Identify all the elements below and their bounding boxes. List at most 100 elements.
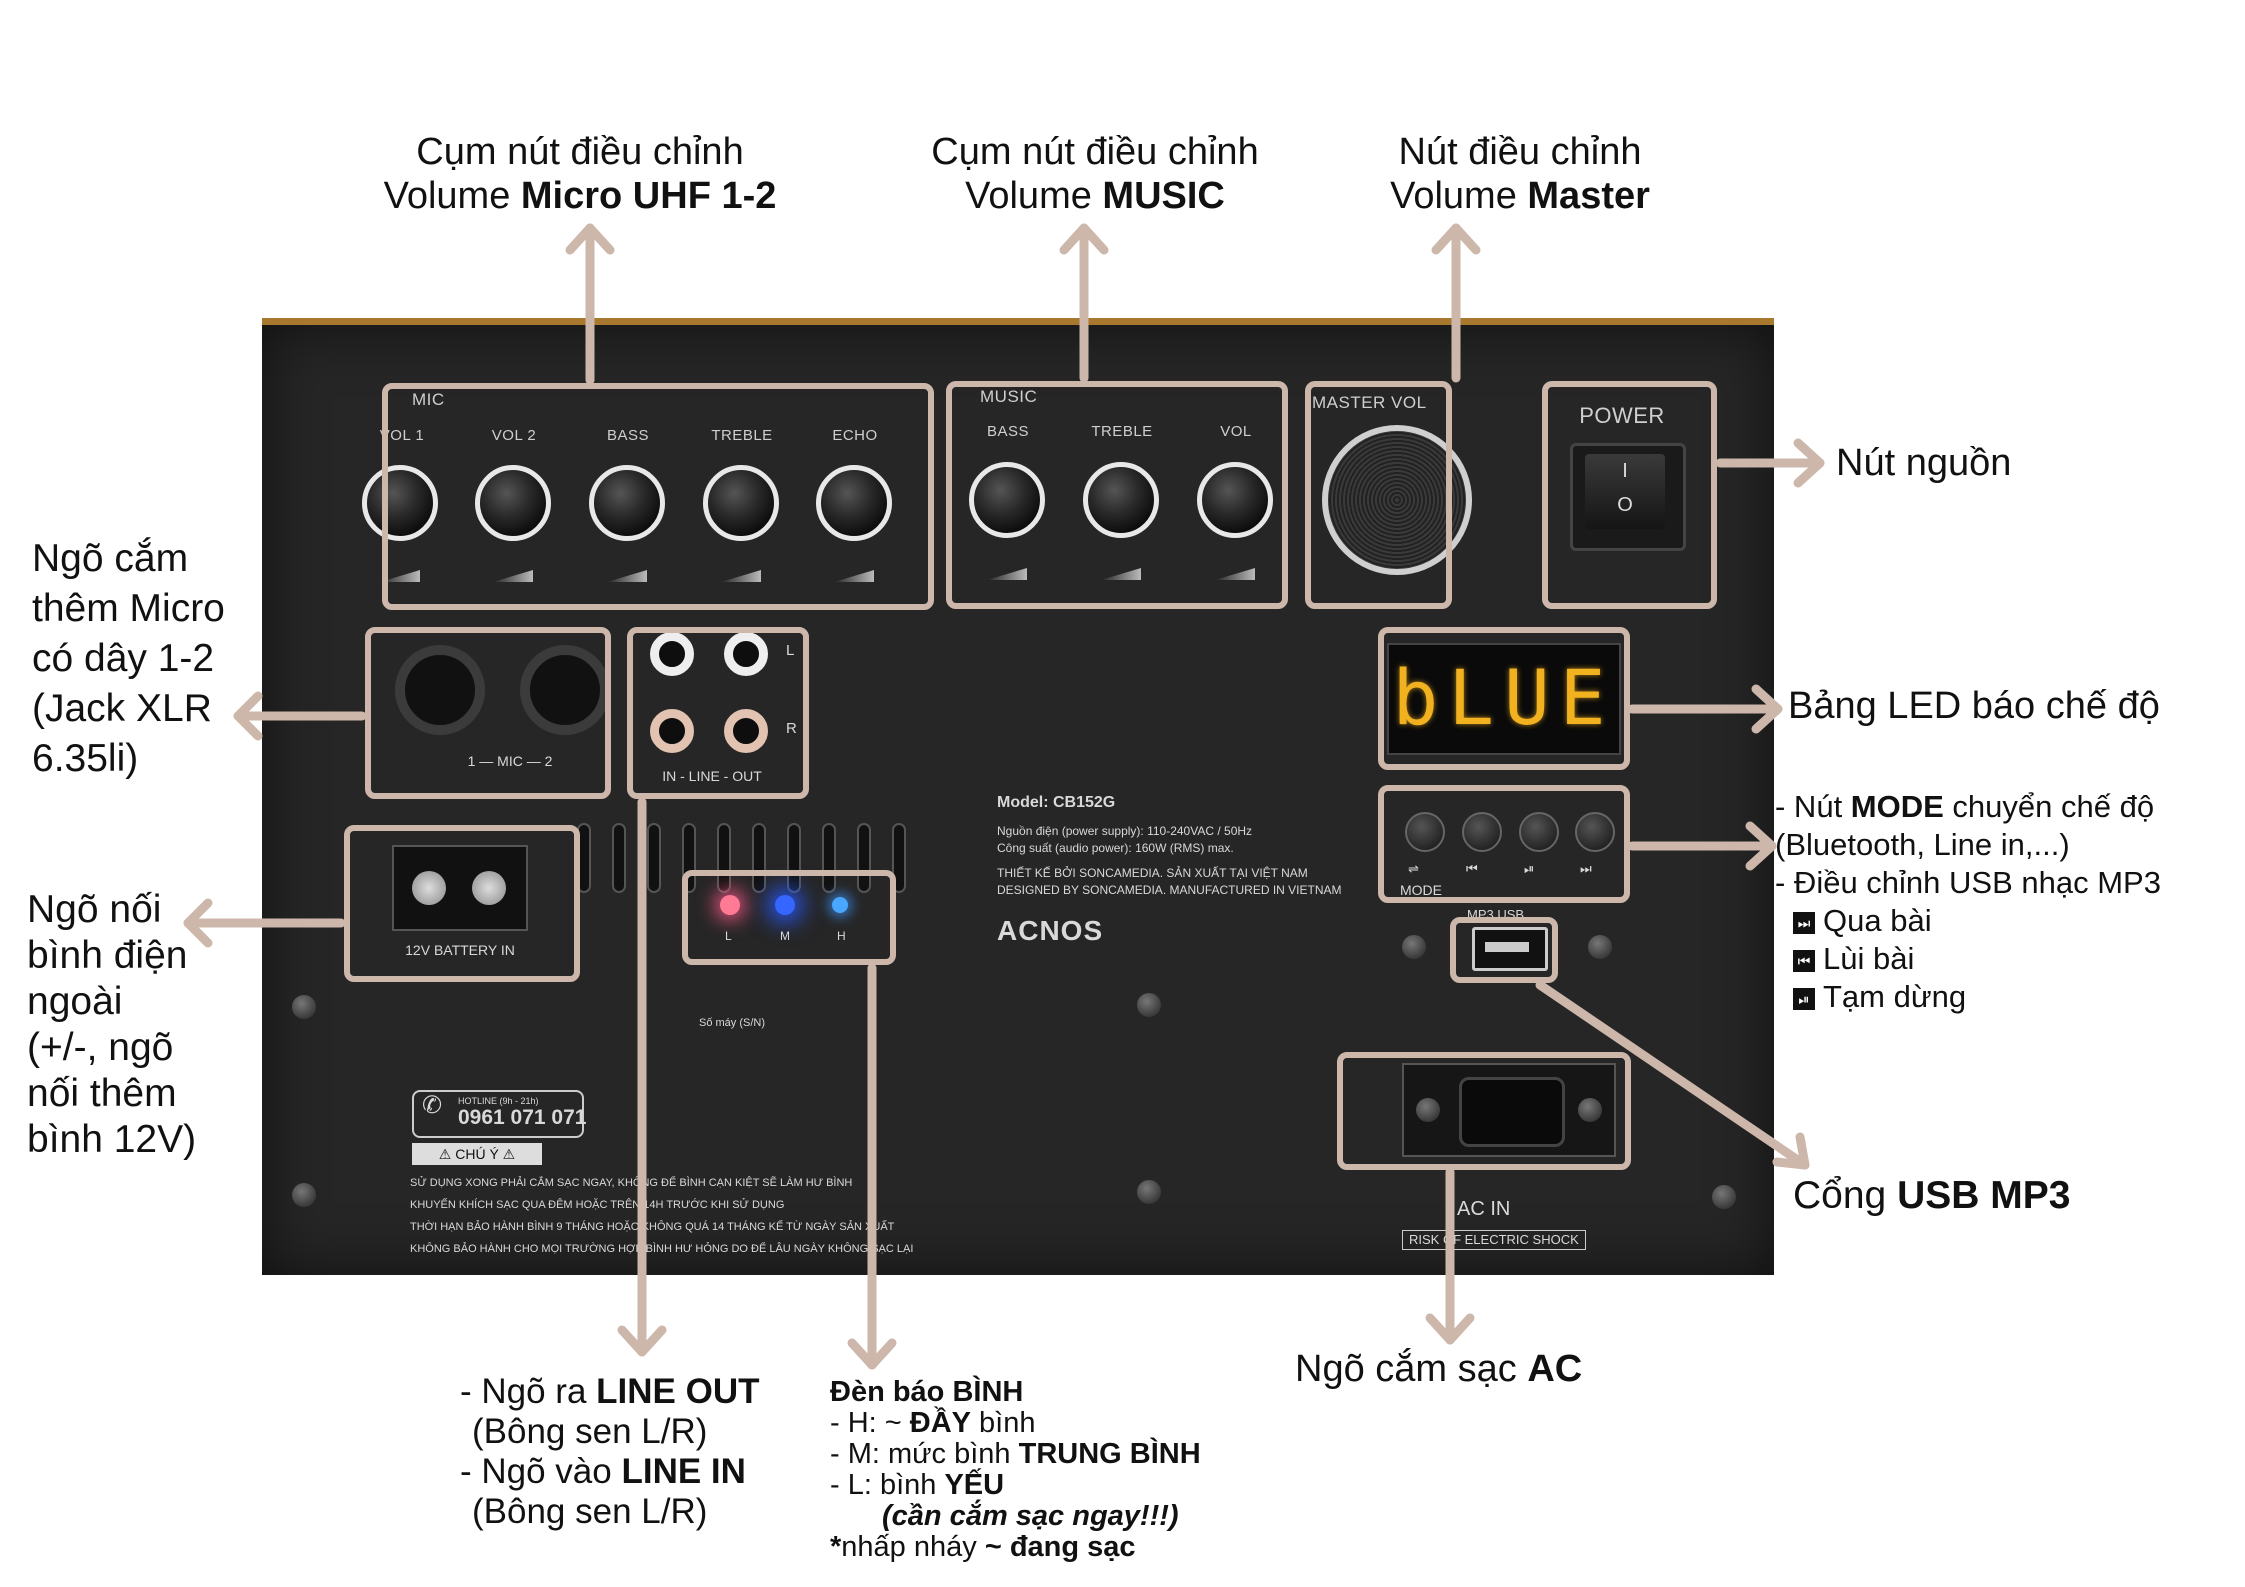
usb-port[interactable] <box>1472 927 1548 971</box>
ac-screw-icon <box>1416 1098 1440 1122</box>
master-highlight <box>1305 381 1452 609</box>
battery-ann-2: bình điện <box>27 934 188 977</box>
battery-led-h-bold: ĐẦY <box>909 1407 971 1439</box>
arrow-led <box>1627 684 1783 734</box>
mic-knob-label-5: ECHO <box>832 427 878 444</box>
battery-led-blink-text: nhấp nháy <box>841 1531 977 1563</box>
line-io-annotation: - Ngõ ra LINE OUT (Bông sen L/R) - Ngõ v… <box>460 1372 759 1532</box>
battery-terminal[interactable] <box>392 845 528 931</box>
music-group-line1: Cụm nút điều chỉnh <box>931 131 1259 173</box>
battery-led-blink-bold: ~ đang sạc <box>976 1531 1136 1563</box>
mic-jack-label: 1 — MIC — 2 <box>467 753 553 769</box>
vent-slot <box>612 823 626 893</box>
ac-ann-bold: AC <box>1527 1348 1583 1390</box>
mic-group-line2-prefix: Volume <box>383 175 521 217</box>
battery-led-m-prefix: - M: mức bình <box>830 1438 1019 1470</box>
ac-annotation: Ngõ cắm sạc AC <box>1295 1347 1582 1391</box>
master-annotation: Nút điều chỉnh Volume Master <box>1330 130 1710 218</box>
warning-line-4: KHÔNG BẢO HÀNH CHO MỌI TRƯỜNG HỢP BÌNH H… <box>410 1243 914 1255</box>
power-label: POWER <box>1579 403 1665 428</box>
warning-line-3: THỜI HẠN BẢO HÀNH BÌNH 9 THÁNG HOẶC KHÔN… <box>410 1221 895 1233</box>
mic-vol2-knob[interactable] <box>475 465 551 541</box>
line-out-r-rca[interactable] <box>724 709 768 753</box>
battery-led-title: Đèn báo BÌNH <box>830 1376 1024 1408</box>
arrow-line-io <box>617 797 667 1357</box>
mic-treble-knob[interactable] <box>703 465 779 541</box>
led-display-highlight <box>1378 627 1630 770</box>
mic-knob-label-3: BASS <box>606 427 650 444</box>
hotline-label: HOTLINE (9h - 21h) <box>458 1096 539 1106</box>
mic-knob-label-4: TREBLE <box>711 427 773 444</box>
music-treble-knob[interactable] <box>1083 462 1159 538</box>
mic-jack-ann-5: 6.35li) <box>32 737 139 780</box>
mode-label: MODE <box>1400 882 1442 898</box>
arrow-ac <box>1425 1167 1475 1345</box>
music-group-annotation: Cụm nút điều chỉnh Volume MUSIC <box>870 130 1320 218</box>
mic-vol1-knob[interactable] <box>362 465 438 541</box>
music-group-highlight <box>946 381 1288 609</box>
battery-ann-1: Ngõ nối <box>27 888 162 931</box>
battery-led-highlight <box>682 870 896 965</box>
usb-ann-bold: USB MP3 <box>1897 1174 2071 1217</box>
designed-vn-text: THIẾT KẾ BỞI SONCAMEDIA. SẢN XUẤT TẠI VI… <box>997 866 1308 880</box>
prev-button[interactable] <box>1462 812 1502 852</box>
play-pause-icon: ⏯ <box>1524 861 1535 876</box>
battery-led-l-bold: YẾU <box>944 1469 1005 1501</box>
usb-annotation: Cổng USB MP3 <box>1793 1174 2070 1218</box>
next-button[interactable] <box>1575 812 1615 852</box>
play-pause-button[interactable] <box>1519 812 1559 852</box>
music-bass-knob[interactable] <box>969 462 1045 538</box>
ac-inlet[interactable] <box>1402 1063 1616 1157</box>
mic-echo-knob[interactable] <box>816 465 892 541</box>
mode-annotation: - Nút MODE chuyển chế độ (Bluetooth, Lin… <box>1775 788 2161 1016</box>
warning-line-1: SỬ DỤNG XONG PHẢI CẮM SẠC NGAY, KHÔNG ĐỂ… <box>410 1177 853 1189</box>
arrow-music-group <box>1059 223 1109 383</box>
line-io-l2: (Bông sen L/R) <box>472 1412 708 1451</box>
mode-pause: Tạm dừng <box>1823 979 1967 1014</box>
line-out-l-rca[interactable] <box>724 632 768 676</box>
line-io-l1-prefix: - Ngõ ra <box>460 1372 597 1411</box>
arrow-battery-led <box>847 963 897 1370</box>
vent-slot <box>892 823 906 893</box>
battery-ann-5: nối thêm <box>27 1072 177 1115</box>
screw-icon <box>292 1183 316 1207</box>
usb-highlight <box>1450 917 1558 983</box>
master-line2-bold: Master <box>1527 175 1650 217</box>
music-knob-label-2: TREBLE <box>1091 423 1153 440</box>
line-in-r-rca[interactable] <box>650 709 694 753</box>
battery-ann-4: (+/-, ngõ <box>27 1026 174 1069</box>
rca-r-label: R <box>786 720 797 737</box>
battery-led-label-l: L <box>725 929 732 943</box>
power-on-mark: I <box>1622 460 1628 482</box>
swap-icon: ⇌ <box>1408 861 1419 876</box>
prev-track-icon: ⏮ <box>1793 949 1815 972</box>
warning-icon: ⚠ <box>498 1146 516 1162</box>
mic-bass-knob[interactable] <box>589 465 665 541</box>
screw-icon <box>1137 993 1161 1017</box>
battery-led-blink-star: * <box>830 1531 842 1563</box>
mic-jack-ann-1: Ngõ cắm <box>32 537 189 580</box>
mode-l2: (Bluetooth, Line in,...) <box>1775 827 2070 862</box>
terminal-screw-icon <box>412 871 446 905</box>
terminal-screw-icon <box>472 871 506 905</box>
mode-button[interactable] <box>1405 812 1445 852</box>
rear-panel: MIC VOL 1 VOL 2 BASS TREBLE ECHO MUSIC B… <box>262 325 1774 1275</box>
line-in-l-rca[interactable] <box>650 632 694 676</box>
hotline-number: 0961 071 071 <box>458 1106 587 1129</box>
power-switch[interactable]: I O <box>1570 443 1686 551</box>
battery-ann-6: bình 12V) <box>27 1118 197 1161</box>
screw-icon <box>1137 1180 1161 1204</box>
power-annotation: Nút nguồn <box>1836 442 2012 484</box>
mic-jack-1[interactable] <box>395 645 485 735</box>
mic-jack-highlight <box>365 627 611 799</box>
arrow-mic-jack <box>233 691 367 741</box>
audio-power-text: Công suất (audio power): 160W (RMS) max. <box>997 841 1234 855</box>
arrow-master <box>1431 223 1481 383</box>
music-section-label: MUSIC <box>980 387 1038 406</box>
mic-section-label: MIC <box>412 390 445 409</box>
power-supply-text: Nguồn điện (power supply): 110-240VAC / … <box>997 824 1253 838</box>
battery-highlight <box>344 825 580 982</box>
mic-jack-ann-3: có dây 1-2 <box>32 637 215 680</box>
mic-jack-ann-4: (Jack XLR <box>32 687 212 730</box>
music-vol-knob[interactable] <box>1197 462 1273 538</box>
